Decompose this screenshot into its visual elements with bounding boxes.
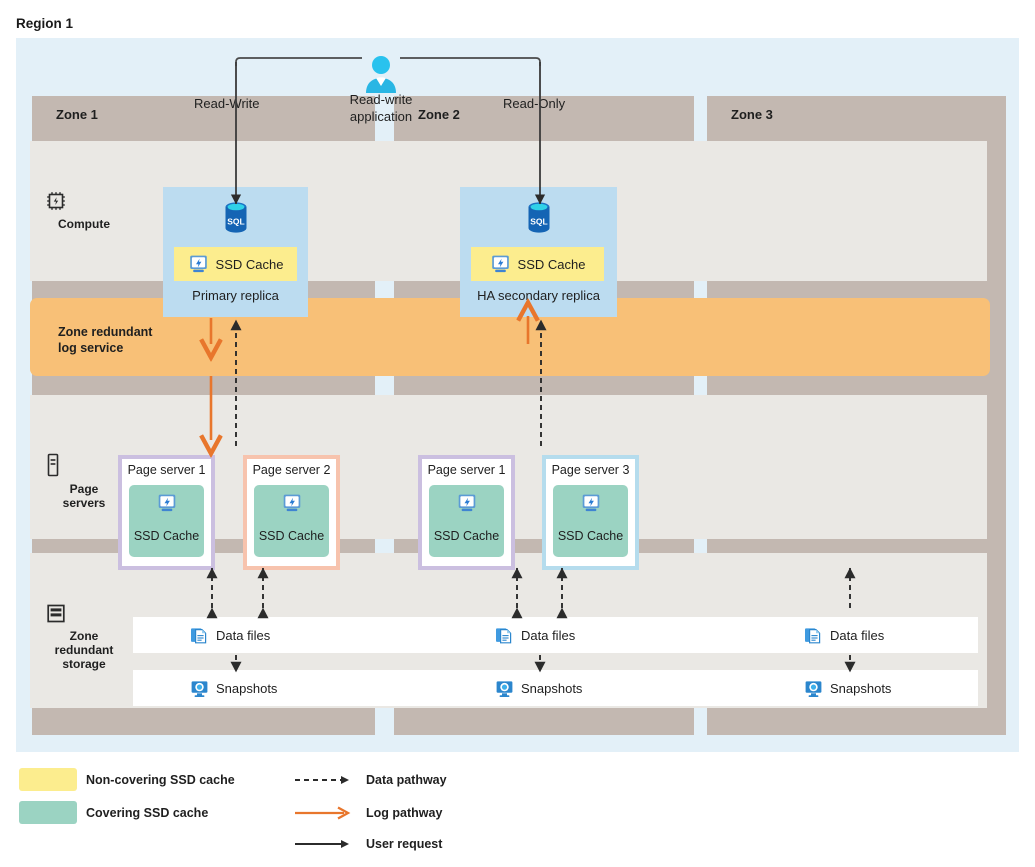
legend: Non-covering SSD cache Covering SSD cach…	[16, 765, 1019, 861]
ssd-cache-green: SSD Cache	[429, 485, 504, 557]
ssd-cache-label: SSD Cache	[215, 256, 284, 272]
page-server-card-1[interactable]: Page server 1 SSD Cache	[118, 455, 215, 570]
ssd-drive-icon	[156, 493, 177, 513]
read-write-application-icon-group	[362, 54, 400, 94]
row-label-page-servers-line1: Page	[69, 482, 99, 496]
ssd-cache-label: SSD Cache	[433, 529, 500, 543]
snapshots-label: Snapshots	[830, 680, 892, 696]
zone-label-3: Zone 3	[731, 107, 773, 122]
read-only-path-label: Read-Only	[503, 96, 566, 111]
legend-swatch-covering	[19, 801, 77, 824]
row-label-page-servers: Page servers	[45, 453, 123, 510]
legend-label-non-covering: Non-covering SSD cache	[86, 773, 235, 787]
snapshot-icon	[804, 679, 823, 698]
ssd-cache-green: SSD Cache	[129, 485, 204, 557]
legend-line-data-pathway-icon	[295, 776, 349, 784]
replica-card-ha-secondary[interactable]: SQL SSD Cache HA secondary replica	[460, 187, 617, 317]
row-label-page-servers-line2: servers	[62, 496, 106, 510]
data-files-icon	[495, 626, 514, 645]
legend-label-user-request: User request	[366, 837, 443, 851]
region-title: Region 1	[16, 16, 74, 31]
data-files-row: Data files Data files	[133, 617, 978, 653]
legend-swatch-non-covering	[19, 768, 77, 791]
row-label-storage-line3: storage	[62, 657, 106, 671]
data-files-cell-1[interactable]: Data files	[190, 617, 270, 653]
ssd-drive-icon	[188, 254, 209, 274]
ssd-drive-icon	[580, 493, 601, 513]
sql-database-icon: SQL	[524, 200, 554, 238]
ssd-cache-green: SSD Cache	[254, 485, 329, 557]
legend-line-user-request-icon	[295, 840, 349, 848]
snapshot-icon	[495, 679, 514, 698]
read-write-application-label: Read-write application	[310, 91, 452, 125]
app-label-line2: application	[349, 109, 413, 124]
replica-caption-ha-secondary: HA secondary replica	[477, 288, 600, 303]
ssd-cache-yellow-primary: SSD Cache	[174, 247, 297, 281]
page-server-title: Page server 1	[427, 463, 506, 477]
log-service-label: Zone redundant log service	[58, 324, 152, 356]
snapshots-cell-3[interactable]: Snapshots	[804, 670, 891, 706]
zone-label-1: Zone 1	[56, 107, 98, 122]
app-label-line1: Read-write	[349, 92, 413, 107]
page-server-card-2[interactable]: Page server 2 SSD Cache	[243, 455, 340, 570]
ssd-drive-icon	[456, 493, 477, 513]
server-icon	[45, 453, 123, 477]
row-label-compute: Compute	[45, 190, 123, 231]
data-files-cell-3[interactable]: Data files	[804, 617, 884, 653]
legend-line-log-pathway-icon	[295, 806, 351, 820]
svg-text:SQL: SQL	[227, 217, 244, 227]
ssd-drive-icon	[490, 254, 511, 274]
sql-database-icon: SQL	[221, 200, 251, 238]
replica-card-primary[interactable]: SQL SSD Cache Primary replica	[163, 187, 308, 317]
snapshots-cell-1[interactable]: Snapshots	[190, 670, 277, 706]
log-service-label-line1: Zone redundant	[58, 325, 153, 339]
legend-label-covering: Covering SSD cache	[86, 806, 209, 820]
page-server-card-4[interactable]: Page server 3 SSD Cache	[542, 455, 639, 570]
ssd-cache-green: SSD Cache	[553, 485, 628, 557]
legend-label-data-pathway: Data pathway	[366, 773, 447, 787]
page-server-title: Page server 3	[551, 463, 630, 477]
row-label-storage-line2: redundant	[54, 643, 114, 657]
storage-stack-icon	[45, 603, 123, 624]
data-files-label: Data files	[830, 627, 885, 643]
replica-caption-primary: Primary replica	[192, 288, 279, 303]
snapshots-cell-2[interactable]: Snapshots	[495, 670, 582, 706]
page-server-card-3[interactable]: Page server 1 SSD Cache	[418, 455, 515, 570]
ssd-drive-icon	[281, 493, 302, 513]
user-icon	[362, 54, 400, 94]
cpu-chip-icon	[45, 190, 123, 212]
data-files-icon	[804, 626, 823, 645]
ssd-cache-yellow-ha: SSD Cache	[471, 247, 604, 281]
read-write-path-label: Read-Write	[194, 96, 260, 111]
svg-text:SQL: SQL	[530, 217, 547, 227]
ssd-cache-label: SSD Cache	[258, 529, 325, 543]
row-label-storage: Zone redundant storage	[45, 603, 123, 671]
page-server-title: Page server 1	[127, 463, 206, 477]
data-files-label: Data files	[216, 627, 271, 643]
row-label-storage-line1: Zone	[69, 629, 99, 643]
snapshot-icon	[190, 679, 209, 698]
snapshots-label: Snapshots	[521, 680, 583, 696]
data-files-cell-2[interactable]: Data files	[495, 617, 575, 653]
data-files-icon	[190, 626, 209, 645]
ssd-cache-label: SSD Cache	[557, 529, 624, 543]
zone-label-2: Zone 2	[418, 107, 460, 122]
data-files-label: Data files	[521, 627, 576, 643]
snapshots-row: Snapshots Snapshots Snapshots	[133, 670, 978, 706]
ssd-cache-label: SSD Cache	[517, 256, 586, 272]
legend-label-log-pathway: Log pathway	[366, 806, 443, 820]
snapshots-label: Snapshots	[216, 680, 278, 696]
ssd-cache-label: SSD Cache	[133, 529, 200, 543]
row-label-compute-text: Compute	[58, 217, 110, 231]
log-service-label-line2: log service	[58, 341, 124, 355]
page-server-title: Page server 2	[252, 463, 331, 477]
